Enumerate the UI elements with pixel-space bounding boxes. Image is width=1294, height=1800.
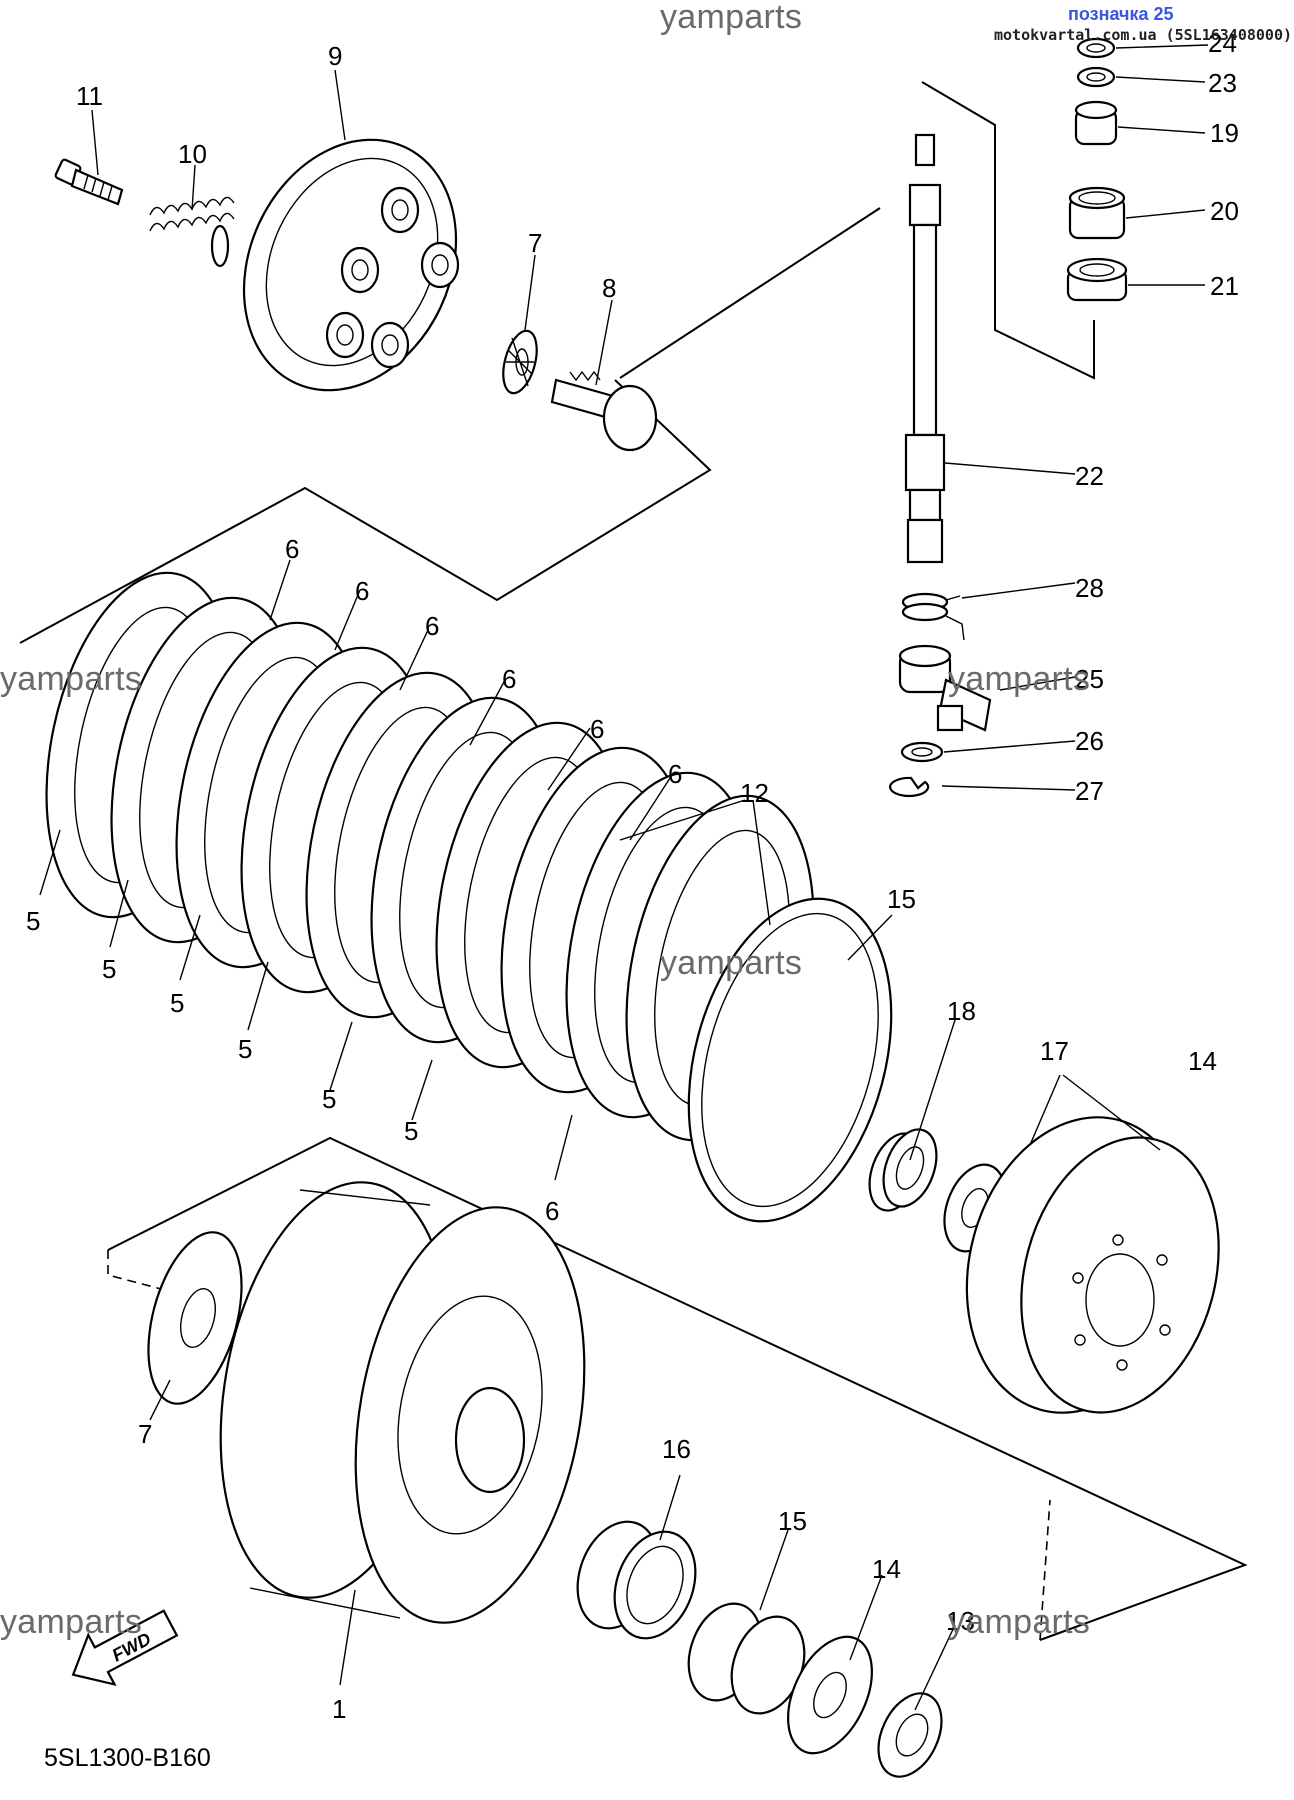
bush-part-21: [1066, 257, 1128, 302]
cushion-ring-part: [868, 1128, 938, 1212]
callout-7: 7: [528, 228, 542, 258]
callout-16: 16: [662, 1434, 691, 1464]
callout-5: 5: [26, 906, 40, 936]
callout-28: 28: [1075, 573, 1104, 603]
bush-part-19: [1074, 100, 1118, 146]
release-lever-part: [898, 644, 992, 732]
bearing-part-20: [1068, 186, 1126, 240]
callout-1: 1: [332, 1694, 346, 1724]
circlip-part-27: [889, 776, 930, 798]
callout-6: 6: [285, 534, 299, 564]
clutch-shaft-part: [904, 133, 946, 564]
callout-26: 26: [1075, 726, 1104, 756]
watermark: yamparts: [0, 1603, 143, 1641]
callout-22: 22: [1075, 461, 1104, 491]
lock-nut-part: [877, 1692, 943, 1778]
callout-21: 21: [1210, 271, 1239, 301]
callout-6: 6: [425, 611, 439, 641]
needle-bearing-part: [576, 1520, 697, 1640]
spacer-part: [687, 1602, 806, 1715]
washer-part-23: [1076, 66, 1116, 88]
callout-25: 25: [1075, 664, 1104, 694]
clutch-boss-part: [965, 1116, 1220, 1414]
wire-ring-part: [687, 897, 893, 1223]
lever-spring-part: [901, 592, 965, 641]
callout-19: 19: [1210, 118, 1239, 148]
washer-part-26: [900, 741, 944, 763]
callout-13: 13: [946, 1606, 975, 1636]
callout-4: 15: [887, 884, 916, 914]
source-site-label: motokvartal.com.ua (5SL163408000): [994, 26, 1293, 44]
callout-6: 6: [545, 1196, 559, 1226]
callout-6: 6: [668, 759, 682, 789]
assembly-outline-upper: [19, 207, 881, 644]
callout-11: 11: [76, 81, 103, 111]
callout-23: 23: [1208, 68, 1237, 98]
callout-27: 27: [1075, 776, 1104, 806]
callout-8: 8: [602, 273, 616, 303]
callout-10: 10: [178, 139, 207, 169]
thrust-plate-part: [147, 1231, 243, 1405]
callout-3: 14: [1188, 1046, 1217, 1076]
diagram-code: 5SL1300-B160: [44, 1744, 211, 1772]
leader-lines: [39, 44, 1209, 1711]
pressure-plate-part: [242, 138, 460, 392]
callout-18: 18: [947, 996, 976, 1026]
callout-2: 7: [138, 1419, 152, 1449]
callout-5: 5: [102, 954, 116, 984]
callout-14: 14: [872, 1554, 901, 1584]
bolt-part: [54, 158, 124, 206]
watermark: yamparts: [948, 1603, 1091, 1641]
callout-12: 12: [740, 778, 769, 808]
callout-5: 5: [322, 1084, 336, 1114]
watermark: yamparts: [948, 660, 1091, 698]
callout-5: 5: [170, 988, 184, 1018]
callout-15: 15: [778, 1506, 807, 1536]
callout-9: 9: [328, 41, 342, 71]
washer-part-24: [1076, 37, 1116, 59]
reference-label: позначка 25: [1068, 4, 1174, 24]
thrust-bearing-part: [502, 329, 538, 395]
clutch-housing-part: [219, 1181, 586, 1624]
shaft-assembly-outline: [921, 81, 1095, 380]
callout-5: 5: [404, 1116, 418, 1146]
callout-6: 6: [590, 714, 604, 744]
callout-6: 6: [355, 576, 369, 606]
thrust-washer-part: [787, 1635, 873, 1755]
watermark: yamparts: [0, 660, 143, 698]
callout-5: 5: [238, 1034, 252, 1064]
callout-labels: 1 7 14 15 5 5 5 5 5 5 6 6 6 6 6 6 6 7 8 …: [26, 28, 1239, 1724]
callout-24: 24: [1208, 28, 1237, 58]
watermark: yamparts: [660, 944, 803, 982]
callout-17: 17: [1040, 1036, 1069, 1066]
watermark: yamparts: [660, 0, 803, 36]
spring-part: [149, 196, 235, 268]
callout-20: 20: [1210, 196, 1239, 226]
friction-plate-stack: [45, 571, 815, 1142]
fwd-arrow-icon: FWD: [71, 1609, 179, 1687]
callout-6: 6: [502, 664, 516, 694]
push-rod-part: [550, 370, 658, 452]
assembly-outline-lower: [107, 1136, 1248, 1641]
